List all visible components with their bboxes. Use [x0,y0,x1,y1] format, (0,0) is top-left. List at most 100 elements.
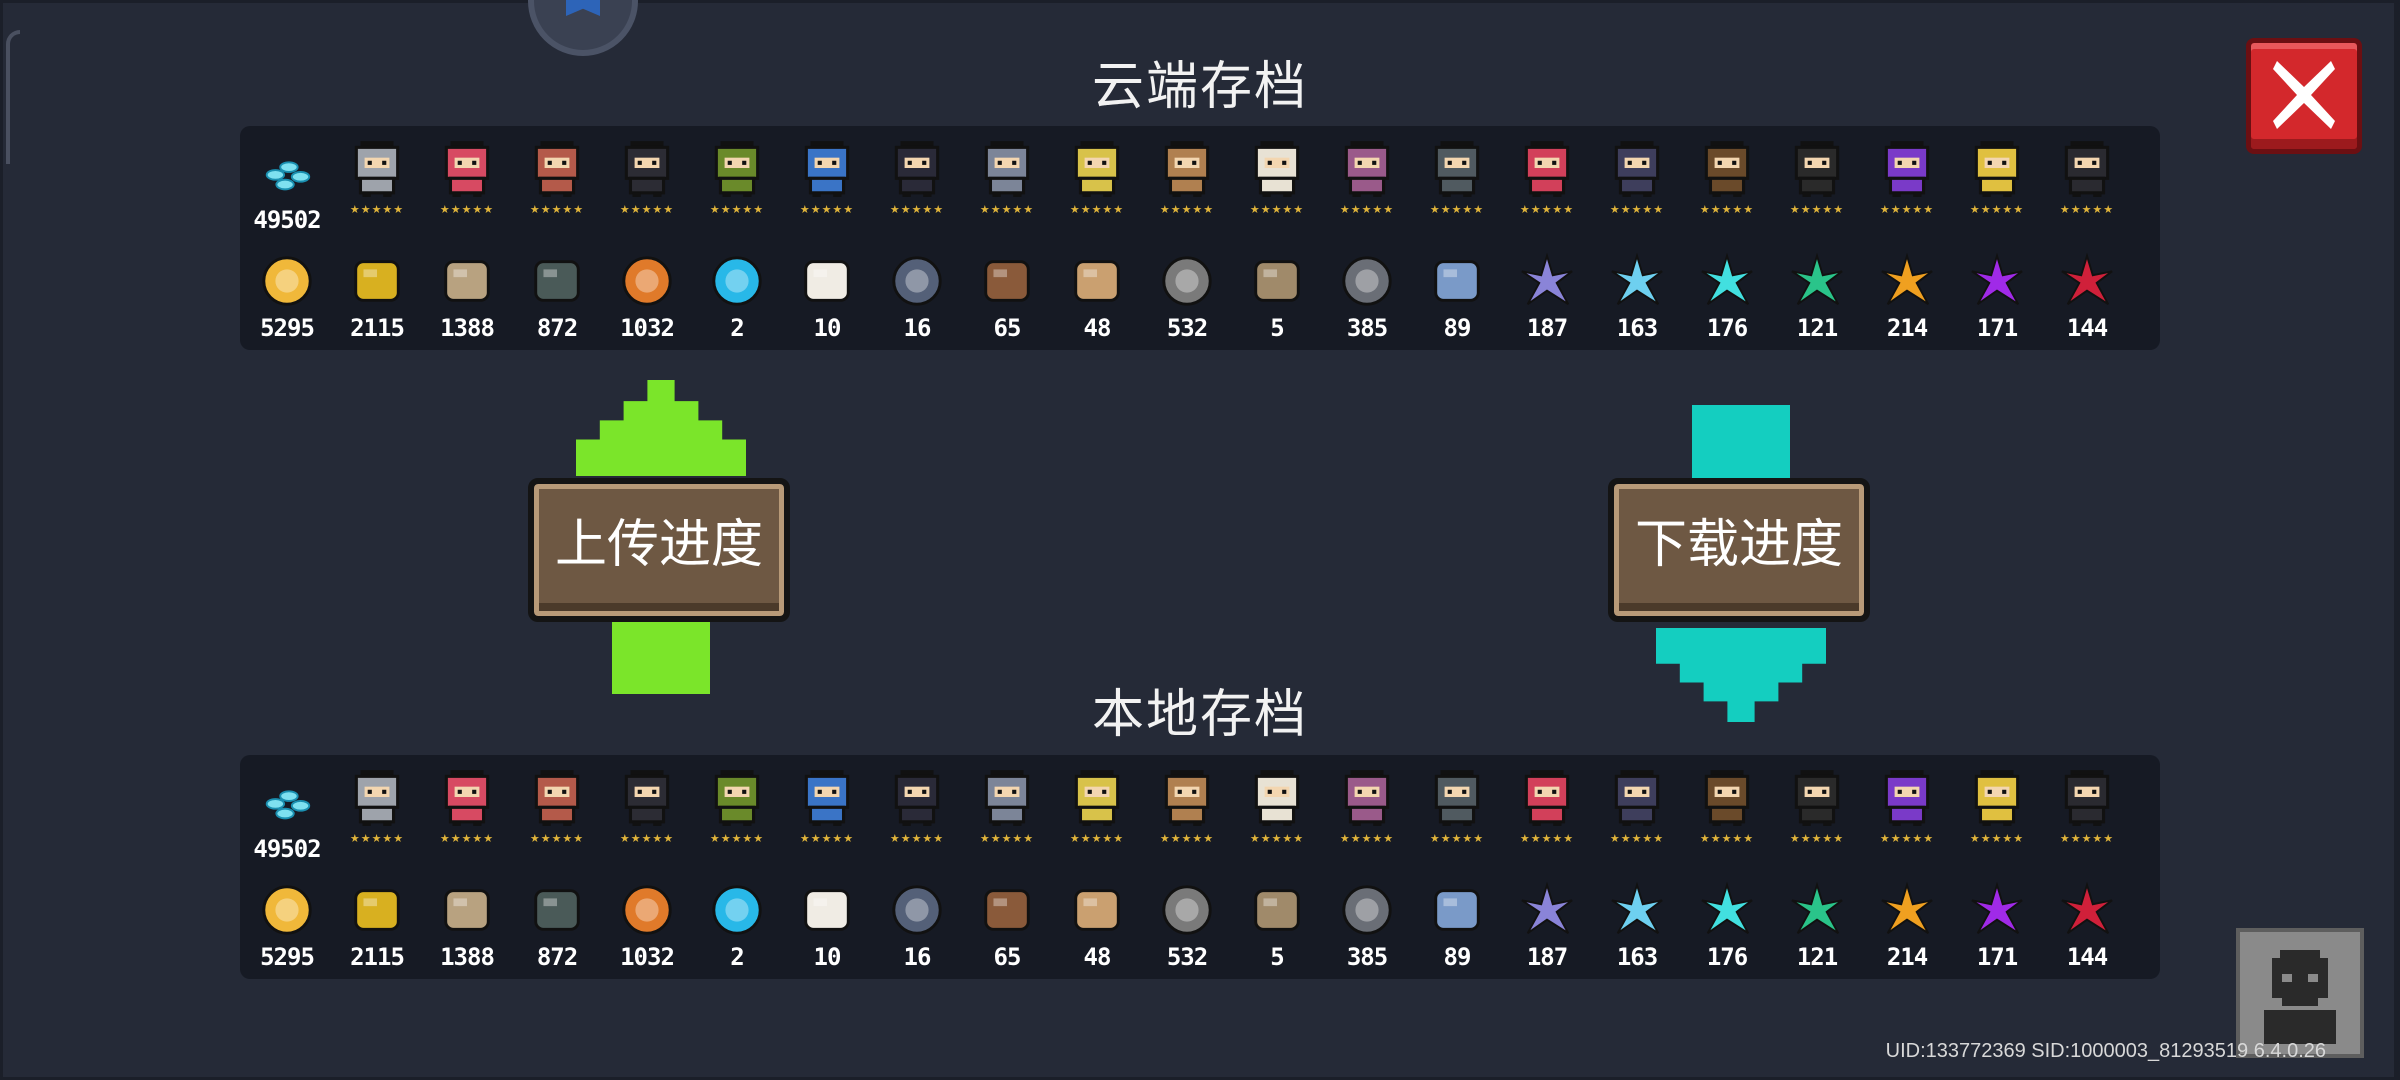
hero-slot: ★★★★★ [332,755,422,867]
hero-slot: ★★★★★ [422,126,512,238]
material-count: 10 [813,314,842,342]
material-count: 121 [1796,943,1838,971]
hero-slot: ★★★★★ [1412,755,1502,867]
hero-slot: ★★★★★ [602,755,692,867]
golden-bug-icon [354,889,400,931]
hero-slot: ★★★★★ [692,126,782,238]
hero-stars: ★★★★★ [979,203,1035,216]
material-count: 65 [993,314,1022,342]
material-slot: 1388 [422,865,512,977]
shell-icon [1074,889,1120,931]
material-slot: 2115 [332,865,422,977]
orange-crystal-icon [1881,881,1933,935]
ice-crystal-icon [1611,881,1663,935]
hero-stars: ★★★★★ [889,203,945,216]
hero-slot: ★★★★★ [1862,755,1952,867]
hero-stars: ★★★★★ [1969,832,2025,845]
demon-hero-icon [1614,141,1660,197]
material-slot: 532 [1142,236,1232,348]
hero-stars: ★★★★★ [1879,832,1935,845]
necromancer-hero-icon [1884,141,1930,197]
blue-cloth-icon [1434,260,1480,302]
priest-hero-icon [1254,770,1300,826]
hero-stars: ★★★★★ [619,832,675,845]
close-icon [2273,61,2335,129]
upload-progress-button[interactable]: 上传进度 [528,478,790,622]
assassin-hero-icon [624,141,670,197]
violet-crystal-icon [1971,252,2023,306]
hero-stars: ★★★★★ [529,203,585,216]
material-slot: 1388 [422,236,512,348]
hero-slot: ★★★★★ [1682,755,1772,867]
engineer-hero-icon [714,770,760,826]
material-slot: 171 [1952,865,2042,977]
account-avatar-button[interactable] [2236,928,2364,1058]
material-slot: 187 [1502,865,1592,977]
hero-slot: ★★★★★ [782,755,872,867]
hero-slot: ★★★★★ [1322,126,1412,238]
hero-slot: ★★★★★ [1502,755,1592,867]
hero-stars: ★★★★★ [1699,832,1755,845]
werewolf-hero-icon [1434,770,1480,826]
hero-stars: ★★★★★ [889,832,945,845]
battery-icon [534,260,580,302]
material-slot: 2 [692,236,782,348]
local-hero-row: 49502★★★★★★★★★★★★★★★★★★★★★★★★★★★★★★★★★★★… [240,755,2160,867]
hero-slot: ★★★★★ [1862,126,1952,238]
hero-slot: ★★★★★ [1772,755,1862,867]
material-slot: 65 [962,865,1052,977]
green-crystal-icon [1791,881,1843,935]
hero-stars: ★★★★★ [1249,203,1305,216]
material-slot: 532 [1142,865,1232,977]
swordsman-hero-icon [1794,141,1840,197]
gear-icon [1162,256,1212,306]
berserker-hero-icon [1344,770,1390,826]
necromancer-hero-icon [1884,770,1930,826]
hero-stars: ★★★★★ [799,832,855,845]
download-arrow-stem-icon [1692,405,1790,485]
material-slot: 48 [1052,865,1142,977]
material-count: 16 [903,314,932,342]
material-slot: 872 [512,865,602,977]
material-slot: 65 [962,236,1052,348]
hero-slot: ★★★★★ [1772,126,1862,238]
hero-stars: ★★★★★ [349,203,405,216]
hero-stars: ★★★★★ [529,832,585,845]
hero-stars: ★★★★★ [1159,832,1215,845]
material-count: 121 [1796,314,1838,342]
hero-slot: ★★★★★ [1592,755,1682,867]
hero-stars: ★★★★★ [709,203,765,216]
material-slot: 2115 [332,236,422,348]
material-slot: 16 [872,236,962,348]
paladin-hero-icon [984,770,1030,826]
elf-hero-icon [1074,141,1120,197]
material-slot: 48 [1052,236,1142,348]
material-slot: 872 [512,236,602,348]
material-slot: 10 [782,236,872,348]
hero-stars: ★★★★★ [1879,203,1935,216]
gold-coin-icon [262,885,312,935]
elf-hero-icon [1074,770,1120,826]
gear-icon [1162,885,1212,935]
knight-hero-icon [354,141,400,197]
material-slot: 5 [1232,236,1322,348]
close-button[interactable] [2246,38,2362,154]
blueprint-scroll-icon [1254,260,1300,302]
vampire-hero-icon [894,770,940,826]
taoist-hero-icon [1524,141,1570,197]
hero-stars: ★★★★★ [1069,832,1125,845]
material-count: 144 [2066,943,2108,971]
hero-slot: ★★★★★ [1052,126,1142,238]
material-slot: 10 [782,865,872,977]
material-count: 1388 [440,943,495,971]
taoist-hero-icon [1524,770,1570,826]
hero-slot: ★★★★★ [1592,126,1682,238]
material-count: 89 [1443,314,1472,342]
material-count: 48 [1083,943,1112,971]
download-progress-button[interactable]: 下载进度 [1608,478,1870,622]
hero-stars: ★★★★★ [1069,203,1125,216]
hero-slot: ★★★★★ [1232,755,1322,867]
officer-hero-icon [1704,141,1750,197]
hero-stars: ★★★★★ [2059,832,2115,845]
